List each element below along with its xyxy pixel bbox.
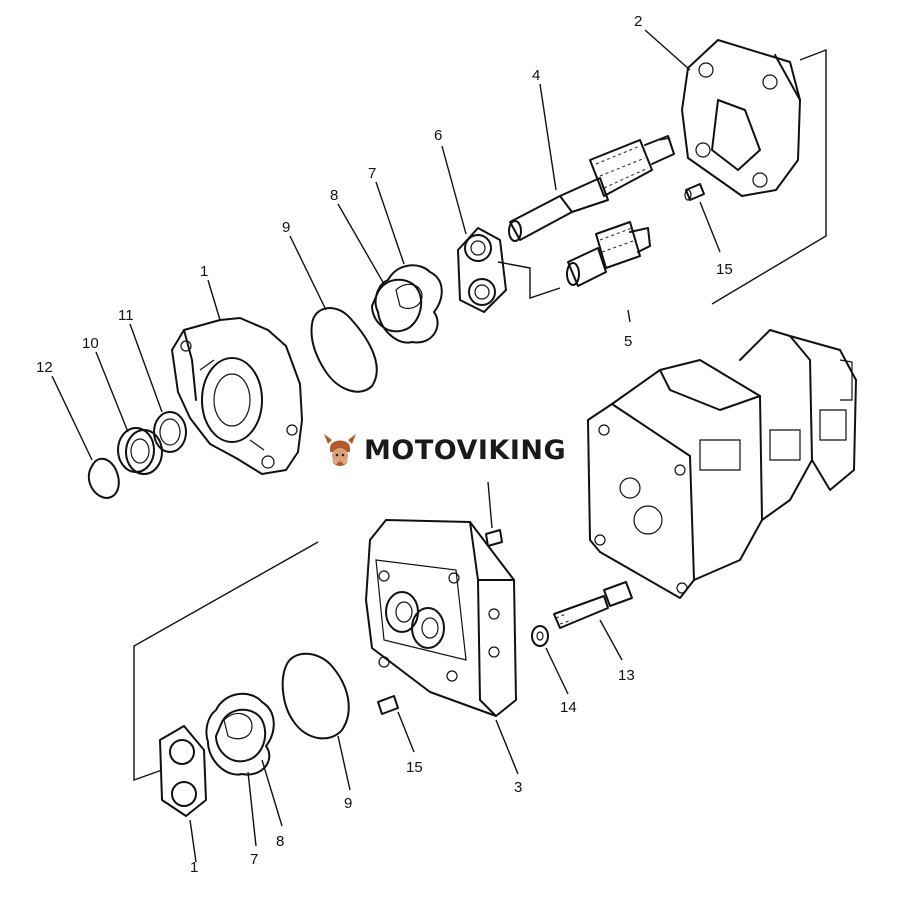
label-7: 7 [368,165,376,182]
label-8-lower: 8 [276,833,284,850]
seal-ring-upper [371,278,423,333]
viking-helmet-icon [324,434,356,466]
label-5: 5 [624,333,632,350]
label-15-lower: 15 [406,759,423,776]
bushing-pair-lower [159,725,207,817]
bushing-pair-upper [457,227,507,313]
rear-housing [365,519,517,717]
washer [531,625,549,647]
front-cover-housing [171,317,303,475]
snap-ring [87,457,120,499]
label-15-upper: 15 [716,261,733,278]
label-12: 12 [36,359,53,376]
leader-lines [51,29,721,863]
label-9-lower: 9 [344,795,352,812]
part-labels: 2 4 6 7 8 9 1 11 10 12 15 5 13 14 15 3 9… [36,13,733,876]
seal-ring-lower [215,708,267,763]
drive-shaft [508,135,675,242]
watermark-banner: MOTOVIKING [318,426,582,474]
label-11: 11 [118,307,134,324]
bracket-line-bottom [133,541,319,781]
label-1-lower: 1 [190,859,198,876]
label-14: 14 [560,699,577,716]
bracket-line-5 [497,261,561,299]
label-9: 9 [282,219,290,236]
bolt [553,581,633,629]
assembled-pump [587,329,857,599]
bracket-line-top [711,48,827,305]
label-1: 1 [200,263,208,280]
oil-seal [153,411,187,453]
dowel-pin-lower [377,695,399,715]
seal-plate-lower [205,692,275,776]
gasket-upper [310,307,378,393]
dowel-pin-mid [485,529,503,547]
flange-plate [681,39,801,197]
label-2: 2 [634,13,642,30]
label-10: 10 [82,335,99,352]
label-4: 4 [532,67,540,84]
label-8: 8 [330,187,338,204]
driven-gear [566,221,651,287]
dowel-pin-upper [684,183,705,201]
seal-plate-upper [374,264,443,344]
label-6: 6 [434,127,442,144]
bearing [117,427,163,475]
label-7-lower: 7 [250,851,258,868]
watermark-text: MOTOVIKING [364,434,567,466]
label-3: 3 [514,779,522,796]
gasket-lower [281,652,350,740]
label-13: 13 [618,667,635,684]
